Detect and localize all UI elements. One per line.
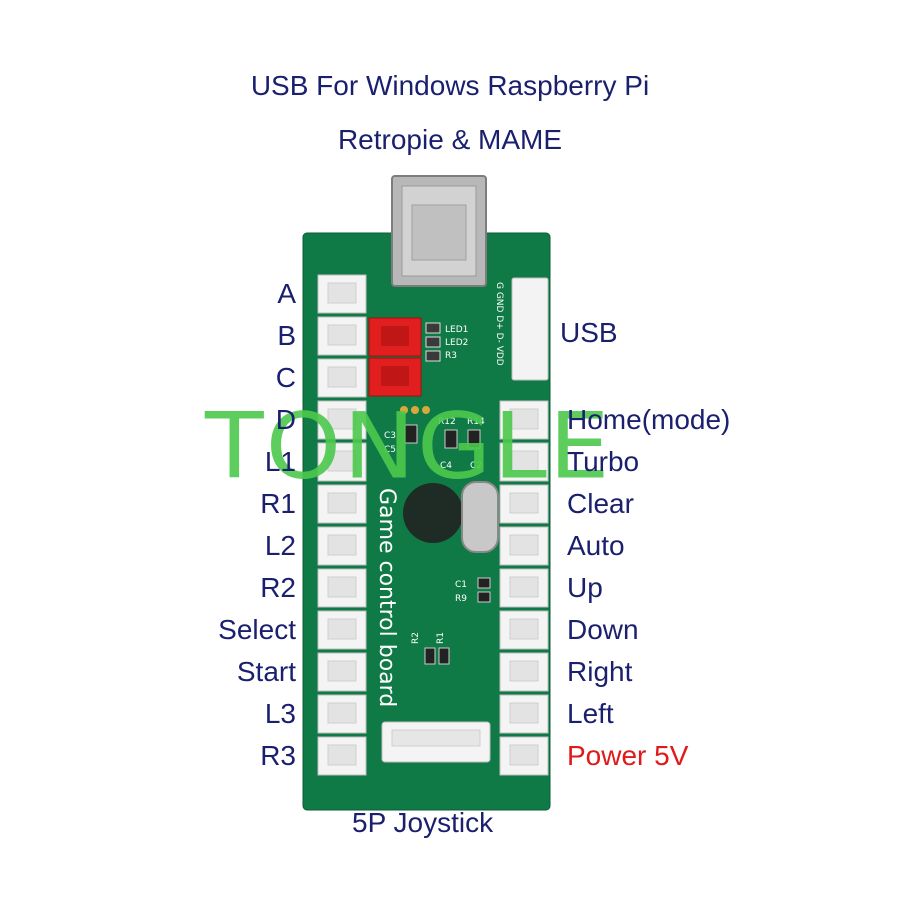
usb-header: [511, 277, 549, 381]
controller-chip: [403, 483, 463, 543]
right-label-7: Left: [567, 698, 614, 729]
title-line-1: USB For Windows Raspberry Pi: [250, 70, 650, 101]
red-connector-1: [368, 317, 422, 357]
joystick-label: 5P Joystick: [352, 807, 494, 838]
left-label-6: L2: [264, 530, 296, 561]
board-text: Game control board: [374, 488, 399, 707]
left-connector-2: [317, 358, 367, 398]
left-connector-3: [317, 400, 367, 440]
left-connector-9: [317, 652, 367, 692]
left-label-5: R1: [260, 488, 296, 519]
right-connector-6: [499, 652, 549, 692]
right-label-8: Power 5V: [567, 740, 689, 771]
left-connector-5: [317, 484, 367, 524]
right-connector-7: [499, 694, 549, 734]
left-connector-1: [317, 316, 367, 356]
silk-led1: LED1: [445, 325, 468, 335]
left-label-2: C: [275, 362, 296, 393]
right-label-6: Right: [567, 656, 633, 687]
right-connector-4: [499, 568, 549, 608]
right-label-2: Clear: [567, 488, 634, 519]
left-connector-7: [317, 568, 367, 608]
silk-r12: R12: [438, 417, 456, 427]
right-label-3: Auto: [567, 530, 625, 561]
right-connector-8: [499, 736, 549, 776]
joystick-header: [381, 721, 491, 763]
left-connector-0: [317, 274, 367, 314]
silk-c1: C1: [455, 580, 467, 590]
right-label-0: Home(mode): [567, 404, 731, 435]
left-label-1: B: [277, 320, 296, 351]
left-connector-4: [317, 442, 367, 482]
silk-c2: C2: [470, 461, 482, 471]
left-label-0: A: [277, 278, 296, 309]
right-connector-0: [499, 400, 549, 440]
silk-c4: C4: [440, 461, 452, 471]
title-line-2: Retropie & MAME: [337, 124, 563, 155]
left-label-8: Select: [218, 614, 296, 645]
right-label-1: Turbo: [567, 446, 640, 477]
right-connector-2: [499, 484, 549, 524]
right-connector-5: [499, 610, 549, 650]
silk-led2: LED2: [445, 338, 468, 348]
usb-label: USB: [560, 317, 618, 348]
silk-c5: C5: [384, 445, 396, 455]
left-connector-11: [317, 736, 367, 776]
silk-r1: R1: [436, 632, 446, 644]
usb-pin-labels: G GND D+ D- VDD: [494, 282, 504, 366]
left-connector-6: [317, 526, 367, 566]
left-label-11: R3: [260, 740, 296, 771]
red-connector-2: [368, 357, 422, 397]
left-connector-10: [317, 694, 367, 734]
left-label-9: Start: [236, 656, 296, 687]
silk-r14: R14: [467, 417, 485, 427]
watermark: TONGLE: [205, 392, 612, 500]
silk-c3: C3: [384, 431, 396, 441]
left-label-7: R2: [260, 572, 296, 603]
usb-b-connector: [391, 175, 487, 287]
silk-r2: R2: [411, 632, 421, 644]
silk-r3: R3: [445, 351, 457, 361]
silk-r9: R9: [455, 594, 467, 604]
right-label-4: Up: [567, 572, 603, 603]
right-connector-1: [499, 442, 549, 482]
left-connector-8: [317, 610, 367, 650]
right-connector-3: [499, 526, 549, 566]
crystal: [461, 481, 499, 553]
left-label-3: D: [275, 404, 296, 435]
right-label-5: Down: [567, 614, 639, 645]
left-label-10: L3: [264, 698, 296, 729]
left-label-4: L1: [264, 446, 296, 477]
